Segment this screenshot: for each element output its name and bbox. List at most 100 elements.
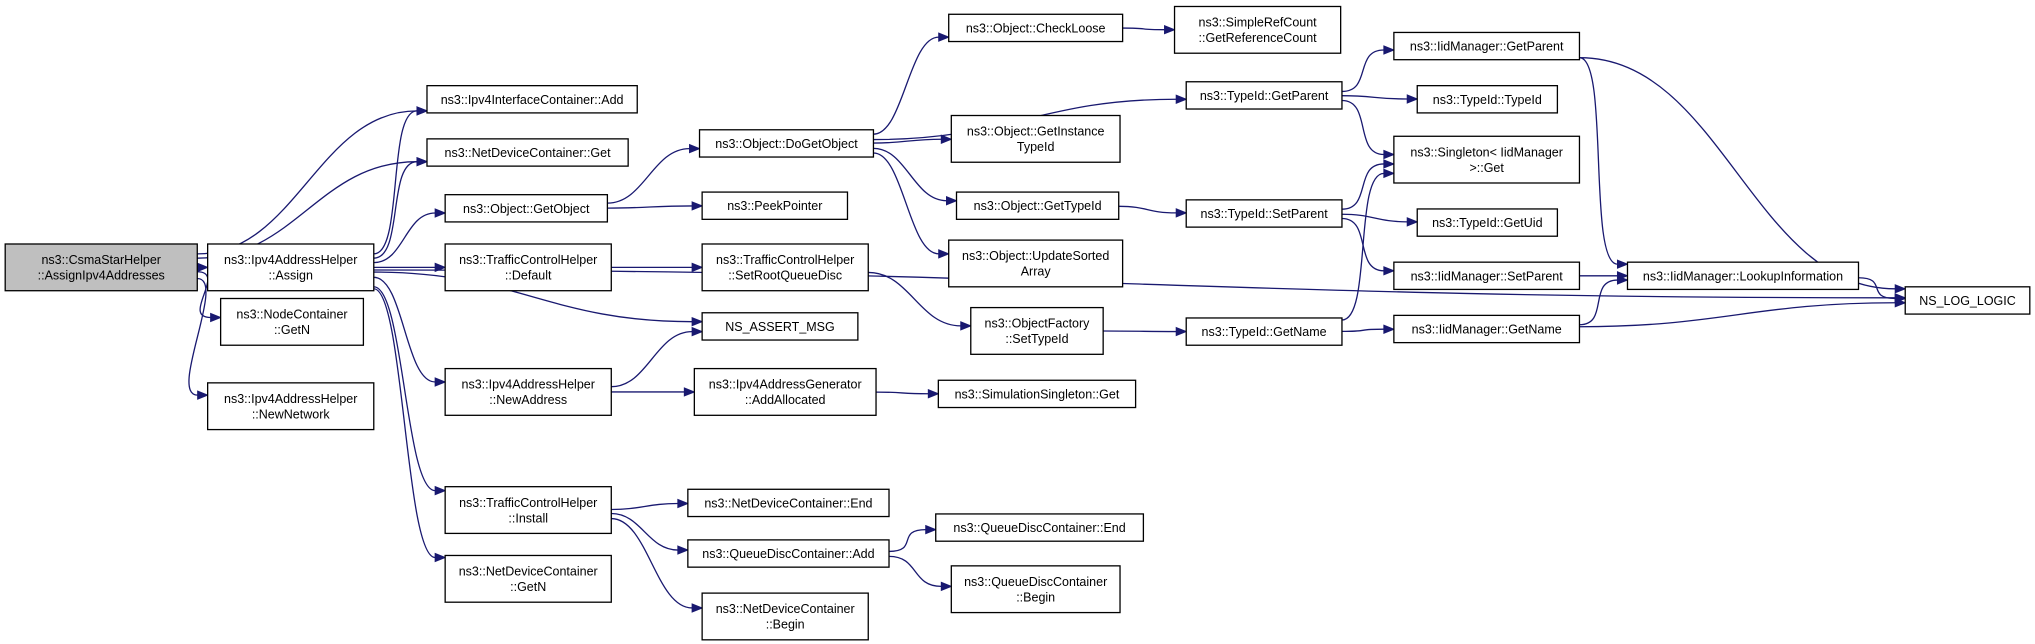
node-box [970,306,1104,355]
node-simsingleton_get[interactable]: ns3::SimulationSingleton::Get [937,379,1137,409]
edge-arrowhead [691,326,704,337]
node-ns_assert[interactable]: NS_ASSERT_MSG [701,312,859,341]
node-newnetwork[interactable]: ns3::Ipv4AddressHelper::NewNetwork [207,382,375,431]
node-ns_log_logic[interactable]: NS_LOG_LOGIC [1904,286,2031,315]
edge-typeid_getname-to-iid_getname [1341,324,1396,334]
node-ndc_get[interactable]: ns3::NetDeviceContainer::Get [426,138,629,167]
edge-tch_install-to-ndc_end [611,498,690,511]
node-box [4,243,198,292]
node-qdc_end[interactable]: ns3::QueueDiscContainer::End [935,513,1145,542]
edge-arrowhead [434,552,447,563]
node-label: ns3::Object::DoGetObject [715,137,858,151]
edge-line [1341,99,1384,156]
edge-arrowhead [938,249,951,259]
node-ndc_end[interactable]: ns3::NetDeviceContainer::End [687,488,890,518]
node-typeid_typeid[interactable]: ns3::TypeId::TypeId [1416,85,1559,114]
edge-arrowhead [677,498,690,509]
node-box [444,486,612,535]
edge-obj_gettypeid-to-typeid_setparent [1118,205,1188,218]
node-label: ns3::QueueDiscContainer::End [953,521,1125,535]
edge-arrowhead [434,208,447,218]
node-assign[interactable]: ns3::Ipv4AddressHelper::Assign [207,243,375,292]
node-checkloose[interactable]: ns3::Object::CheckLoose [948,13,1124,43]
edge-arrowhead [1383,159,1396,169]
node-of_settypeid[interactable]: ns3::ObjectFactory::SetTypeId [970,306,1104,355]
node-box [687,488,890,518]
node-label: ns3::Ipv4AddressHelper [224,392,357,406]
node-ndc_begin[interactable]: ns3::NetDeviceContainer::Begin [701,592,869,641]
node-label: ns3::IidManager::GetName [1412,323,1562,337]
node-box [426,138,629,167]
edge-arrowhead [1175,208,1188,218]
node-tch_install[interactable]: ns3::TrafficControlHelper::Install [444,486,612,535]
node-label: ::Default [505,269,552,283]
node-dogetobject[interactable]: ns3::Object::DoGetObject [698,129,875,158]
edge-qdc_add-to-qdc_begin [889,555,953,592]
edge-arrowhead [1894,284,1907,294]
edge-root-to-nodec_getn [197,271,222,323]
edge-line [197,110,417,255]
node-lookupinformation[interactable]: ns3::IidManager::LookupInformation [1626,261,1860,291]
node-label: ns3::Object::GetTypeId [974,199,1102,213]
node-peekpointer[interactable]: ns3::PeekPointer [701,191,849,220]
node-box [948,239,1124,288]
node-label: ns3::Ipv4InterfaceContainer::Add [441,93,624,107]
edge-arrowhead [1164,24,1176,35]
edge-line [611,502,678,511]
node-root[interactable]: ns3::CsmaStarHelper::AssignIpv4Addresses [4,243,198,292]
edge-arrowhead [1894,293,1907,304]
node-ndc_getn[interactable]: ns3::NetDeviceContainer::GetN [444,554,612,603]
edge-line [873,152,939,255]
edge-arrowhead [683,387,696,397]
node-typeid_getname[interactable]: ns3::TypeId::GetName [1185,317,1343,346]
edge-lookupinformation-to-ns_log_logic [1858,277,1907,304]
edge-checkloose-to-getreferencecount [1122,24,1176,35]
node-typeid_setparent[interactable]: ns3::TypeId::SetParent [1185,199,1343,228]
edge-setrootqueuedisc-to-of_settypeid [868,271,973,331]
node-ipv4ic_add[interactable]: ns3::Ipv4InterfaceContainer::Add [426,85,638,114]
edge-iid_getparent-to-lookupinformation [1579,57,1629,269]
edge-line [868,271,961,327]
edge-assign-to-ndc_getn [373,288,447,563]
edge-line [1341,328,1384,333]
edge-arrowhead [960,321,973,331]
node-box [1173,5,1342,54]
node-box [207,382,375,431]
node-iid_getparent[interactable]: ns3::IidManager::GetParent [1393,31,1581,61]
node-typeid_getuid[interactable]: ns3::TypeId::GetUid [1416,208,1559,237]
edge-arrowhead [1406,217,1419,227]
edge-arrowhead [677,545,690,555]
edge-arrowhead [1383,45,1396,55]
node-qdc_add[interactable]: ns3::QueueDiscContainer::Add [687,539,890,568]
node-box [426,85,638,114]
node-getreferencecount[interactable]: ns3::SimpleRefCount::GetReferenceCount [1173,5,1342,54]
node-singleton_get[interactable]: ns3::Singleton< IidManager >::Get [1393,135,1581,184]
edge-line [1341,172,1384,321]
edge-assign-to-ipv4ic_add [373,106,429,255]
node-label: ::NewNetwork [252,407,331,421]
node-iid_getname[interactable]: ns3::IidManager::GetName [1393,314,1581,344]
edge-arrowhead [1383,266,1396,276]
node-obj_gettypeid[interactable]: ns3::Object::GetTypeId [955,191,1120,220]
node-typeid_getparent[interactable]: ns3::TypeId::GetParent [1185,81,1343,110]
edge-line [611,330,693,388]
node-label: ns3::QueueDiscContainer::Add [702,547,874,561]
node-iid_setparent[interactable]: ns3::IidManager::SetParent [1393,261,1581,291]
node-setrootqueuedisc[interactable]: ns3::TrafficControlHelper::SetRootQueueD… [701,243,869,292]
node-obj_getobject[interactable]: ns3::Object::GetObject [444,194,609,223]
edge-line [1579,57,1896,290]
node-label: ::AssignIpv4Addresses [38,269,165,283]
node-qdc_begin[interactable]: ns3::QueueDiscContainer::Begin [950,565,1121,614]
edge-typeid_setparent-to-singleton_get [1341,159,1396,210]
node-nodec_getn[interactable]: ns3::NodeContainer::GetN [219,297,365,346]
node-tch_default[interactable]: ns3::TrafficControlHelper::Default [444,243,612,292]
edge-arrowhead [925,524,938,535]
node-label: ::GetReferenceCount [1199,31,1318,45]
node-addallocated[interactable]: ns3::Ipv4AddressGenerator::AddAllocated [693,367,877,416]
node-box [1185,199,1343,228]
edge-arrowhead [416,106,429,116]
node-box [1185,317,1343,346]
node-newaddress[interactable]: ns3::Ipv4AddressHelper::NewAddress [444,367,612,416]
